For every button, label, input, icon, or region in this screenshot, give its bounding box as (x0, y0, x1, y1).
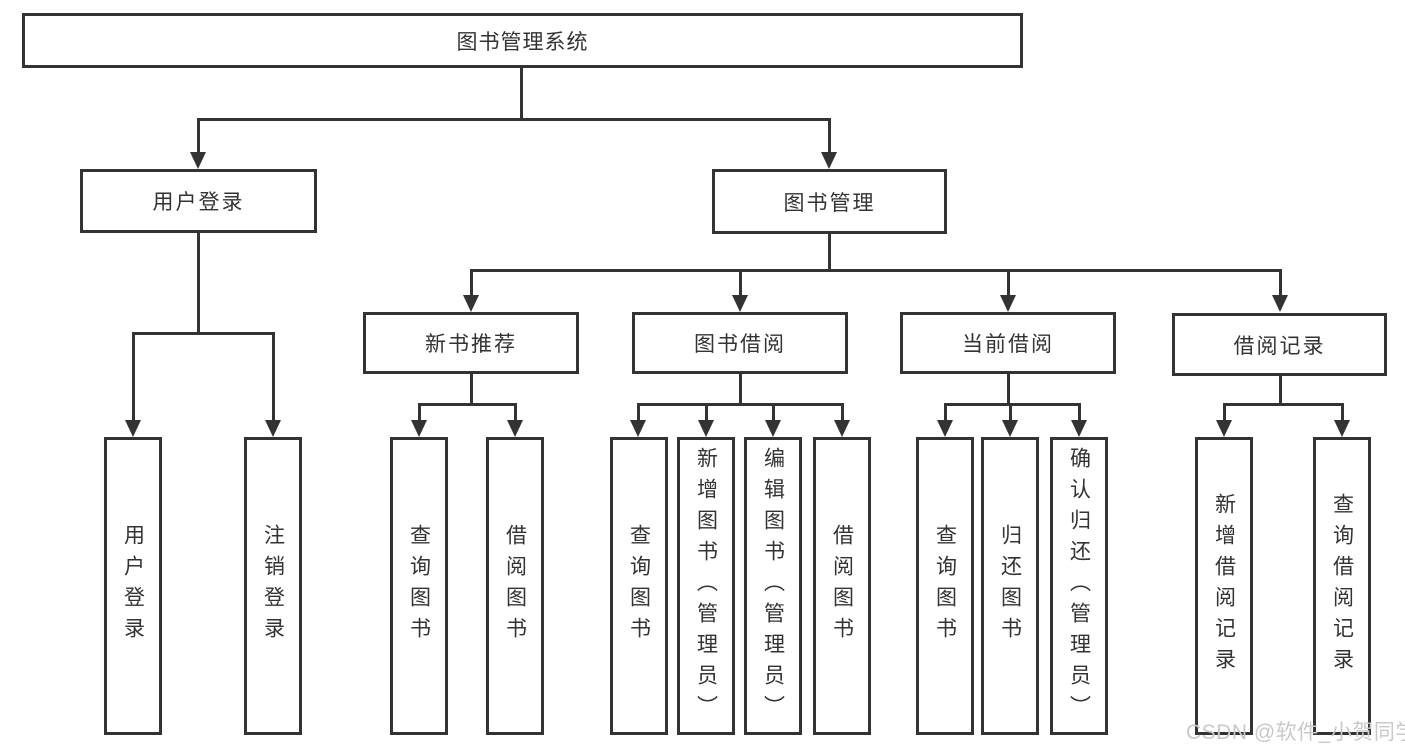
arrow-down-icon (411, 420, 427, 437)
connector-line (1078, 403, 1081, 422)
connector-line (197, 118, 831, 121)
connector-line (470, 269, 473, 298)
node-new-book-recommend: 新书推荐 (363, 312, 579, 374)
leaf-edit-books-admin: 编辑图书（管理员） (744, 437, 802, 735)
connector-line (944, 403, 1080, 406)
connector-line (1279, 376, 1282, 406)
connector-line (470, 269, 1281, 272)
connector-line (197, 118, 200, 155)
connector-line (1009, 403, 1012, 422)
arrow-down-icon (125, 420, 141, 437)
leaf-logout-label: 注销登录 (261, 524, 285, 648)
leaf-query-books-current-label: 查询图书 (933, 524, 957, 648)
leaf-query-books-borrow-label: 查询图书 (627, 524, 651, 648)
node-user-login-label: 用户登录 (152, 191, 245, 214)
connector-line (637, 403, 640, 422)
leaf-borrow-books-label: 借阅图书 (830, 524, 854, 648)
connector-line (272, 332, 275, 422)
leaf-user-login-label: 用户登录 (121, 524, 145, 648)
arrow-down-icon (821, 152, 837, 169)
node-current-borrow: 当前借阅 (900, 312, 1116, 374)
arrow-down-icon (1216, 420, 1232, 437)
connector-line (132, 332, 135, 422)
connector-line (418, 403, 421, 422)
connector-line (841, 403, 844, 422)
arrow-down-icon (1272, 295, 1288, 312)
leaf-confirm-return-admin: 确认归还（管理员） (1050, 437, 1108, 735)
arrow-down-icon (1000, 295, 1016, 312)
leaf-query-borrow-record: 查询借阅记录 (1313, 437, 1371, 735)
leaf-confirm-return-admin-label: 确认归还（管理员） (1067, 446, 1091, 726)
connector-line (1007, 269, 1010, 298)
connector-line (1223, 403, 1226, 422)
connector-line (514, 403, 517, 422)
connector-line (418, 403, 517, 406)
leaf-edit-books-admin-label: 编辑图书（管理员） (761, 446, 785, 726)
watermark: CSDN @软件_小贺同学 (1186, 721, 1405, 744)
node-book-borrow-label: 图书借阅 (694, 333, 786, 356)
connector-line (1223, 403, 1343, 406)
leaf-query-borrow-record-label: 查询借阅记录 (1330, 493, 1354, 679)
arrow-down-icon (190, 152, 206, 169)
leaf-logout: 注销登录 (244, 437, 302, 735)
leaf-add-borrow-record: 新增借阅记录 (1195, 437, 1253, 735)
leaf-add-books-admin-label: 新增图书（管理员） (694, 446, 718, 726)
node-current-borrow-label: 当前借阅 (962, 333, 1054, 356)
connector-line (705, 403, 708, 422)
node-book-management-label: 图书管理 (783, 191, 876, 215)
arrow-down-icon (765, 420, 781, 437)
node-new-book-recommend-label: 新书推荐 (425, 333, 517, 356)
node-borrow-records: 借阅记录 (1172, 313, 1387, 376)
connector-line (1279, 269, 1282, 298)
arrow-down-icon (937, 420, 953, 437)
arrow-down-icon (732, 295, 748, 312)
leaf-query-books-recommend: 查询图书 (390, 437, 448, 735)
connector-line (739, 374, 742, 406)
connector-line (828, 234, 831, 272)
leaf-user-login: 用户登录 (104, 437, 162, 735)
leaf-query-books-borrow: 查询图书 (610, 437, 668, 735)
connector-line (772, 403, 775, 422)
node-library-system-label: 图书管理系统 (456, 30, 589, 54)
arrow-down-icon (834, 420, 850, 437)
arrow-down-icon (1071, 420, 1087, 437)
node-user-login: 用户登录 (80, 169, 317, 233)
connector-line (1007, 374, 1010, 406)
node-book-borrow: 图书借阅 (632, 312, 848, 374)
leaf-add-books-admin: 新增图书（管理员） (677, 437, 735, 735)
arrow-down-icon (507, 420, 523, 437)
leaf-query-books-recommend-label: 查询图书 (407, 524, 431, 648)
arrow-down-icon (265, 420, 281, 437)
leaf-borrow-books-recommend-label: 借阅图书 (503, 524, 527, 648)
connector-line (132, 332, 275, 335)
arrow-down-icon (1334, 420, 1350, 437)
connector-line (197, 233, 200, 335)
leaf-borrow-books-recommend: 借阅图书 (486, 437, 544, 735)
connector-line (828, 118, 831, 155)
arrow-down-icon (630, 420, 646, 437)
connector-line (1341, 403, 1344, 422)
leaf-add-borrow-record-label: 新增借阅记录 (1212, 493, 1236, 679)
arrow-down-icon (698, 420, 714, 437)
leaf-borrow-books: 借阅图书 (813, 437, 871, 735)
leaf-return-books: 归还图书 (981, 437, 1039, 735)
connector-line (739, 269, 742, 298)
node-borrow-records-label: 借阅记录 (1233, 334, 1326, 358)
node-library-system: 图书管理系统 (22, 13, 1023, 68)
connector-line (637, 403, 844, 406)
arrow-down-icon (1002, 420, 1018, 437)
arrow-down-icon (463, 295, 479, 312)
leaf-return-books-label: 归还图书 (998, 524, 1022, 648)
connector-line (470, 374, 473, 406)
node-book-management: 图书管理 (712, 169, 947, 234)
leaf-query-books-current: 查询图书 (916, 437, 974, 735)
connector-line (944, 403, 947, 422)
connector-line (520, 68, 523, 121)
